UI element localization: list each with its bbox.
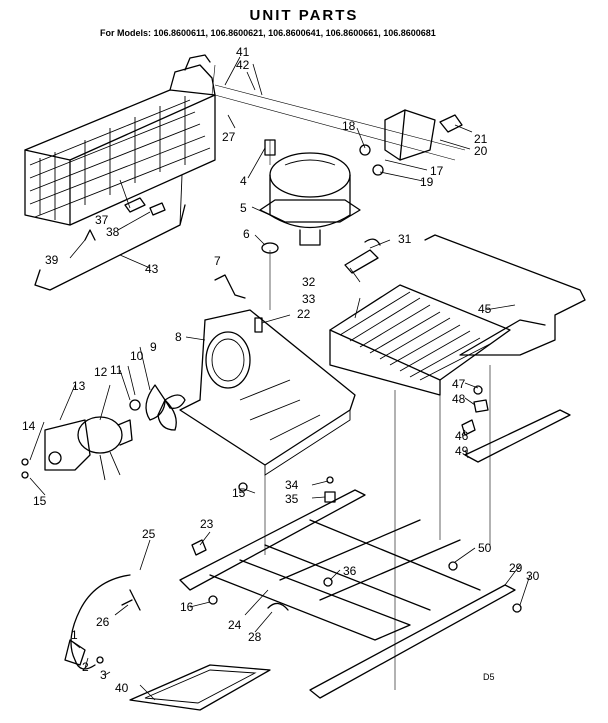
callout-8: 8 [175,330,182,344]
fan-motor [77,416,133,481]
callout-27: 27 [222,130,236,144]
callout-19: 19 [420,175,434,189]
drier-tube [34,174,186,291]
parts-18-19 [359,144,384,176]
callout-12: 12 [94,365,108,379]
callout-7: 7 [214,254,221,268]
drain-pan [129,664,271,711]
callout-5: 5 [240,201,247,215]
screw-50 [448,561,458,571]
screws-14-15 [21,458,29,479]
callout-4: 4 [240,174,247,188]
callout-24: 24 [228,618,242,632]
evaporator-coil [24,54,216,226]
fan-blade [129,384,186,431]
clips-37-38 [124,197,166,216]
callout-10: 10 [130,349,144,363]
screw-15-center [238,482,248,492]
callout-29: 29 [509,561,523,575]
callout-14: 14 [22,419,36,433]
callout-30: 30 [526,569,540,583]
screw-22 [254,317,263,333]
callout-32: 32 [302,275,316,289]
callout-1: 1 [71,628,78,642]
callout-34: 34 [285,478,299,492]
callout-49: 49 [455,444,469,458]
callout-17: 17 [430,164,444,178]
screw-30 [512,603,522,613]
callout-25: 25 [142,527,156,541]
callout-31: 31 [398,232,412,246]
callout-15-center: 15 [232,486,246,500]
callout-45: 45 [478,302,492,316]
callout-46: 46 [455,429,469,443]
callout-18: 18 [342,119,356,133]
mount-bracket [44,419,91,471]
callout-50: 50 [478,541,492,555]
part-7 [214,274,246,299]
leader-lines [29,56,531,701]
diagram-title: UNIT PARTS [250,7,359,24]
callout-38: 38 [106,225,120,239]
part-28 [267,602,289,611]
callout-26: 26 [96,615,110,629]
callout-40: 40 [115,681,129,695]
callout-numbers: 1 2 3 4 5 6 7 8 9 10 11 12 13 14 15 15 1… [22,45,540,695]
callout-33: 33 [302,292,316,306]
screw-34 [326,476,334,484]
callout-22: 22 [297,307,311,321]
callout-41: 41 [236,45,250,59]
parts-46-49 [461,385,571,463]
callout-15-left: 15 [33,494,47,508]
callout-21: 21 [474,132,488,146]
callout-9: 9 [150,340,157,354]
diagram-code: D5 [483,672,495,682]
condenser-coil [329,284,511,396]
cross-tube [214,84,466,161]
callout-2: 2 [82,660,89,674]
callout-43: 43 [145,262,159,276]
callout-23: 23 [200,517,214,531]
callout-37: 37 [95,213,109,227]
callout-28: 28 [248,630,262,644]
callout-39: 39 [45,253,59,267]
nut-35 [324,491,336,503]
callout-20: 20 [474,144,488,158]
callout-36: 36 [343,564,357,578]
guide-lines [211,64,491,690]
callout-16: 16 [180,600,194,614]
callout-42: 42 [236,58,250,72]
callout-3: 3 [100,668,107,682]
parts-31-32 [344,238,381,274]
screw-36 [323,577,333,587]
condenser-tube-45 [424,234,586,356]
screw-16 [208,595,218,605]
model-list: For Models: 106.8600611, 106.8600621, 10… [100,28,436,38]
compressor [259,152,361,246]
callout-13: 13 [72,379,86,393]
bolt-4 [264,139,276,156]
callout-48: 48 [452,392,466,406]
power-cord [64,574,141,670]
callout-35: 35 [285,492,299,506]
callout-11: 11 [110,363,123,377]
callout-47: 47 [452,377,466,391]
compressor-mounting-plate [179,309,356,476]
relay-overload [384,109,463,161]
callout-6: 6 [243,227,250,241]
part-23 [191,539,207,556]
part-39-clip [84,229,96,241]
